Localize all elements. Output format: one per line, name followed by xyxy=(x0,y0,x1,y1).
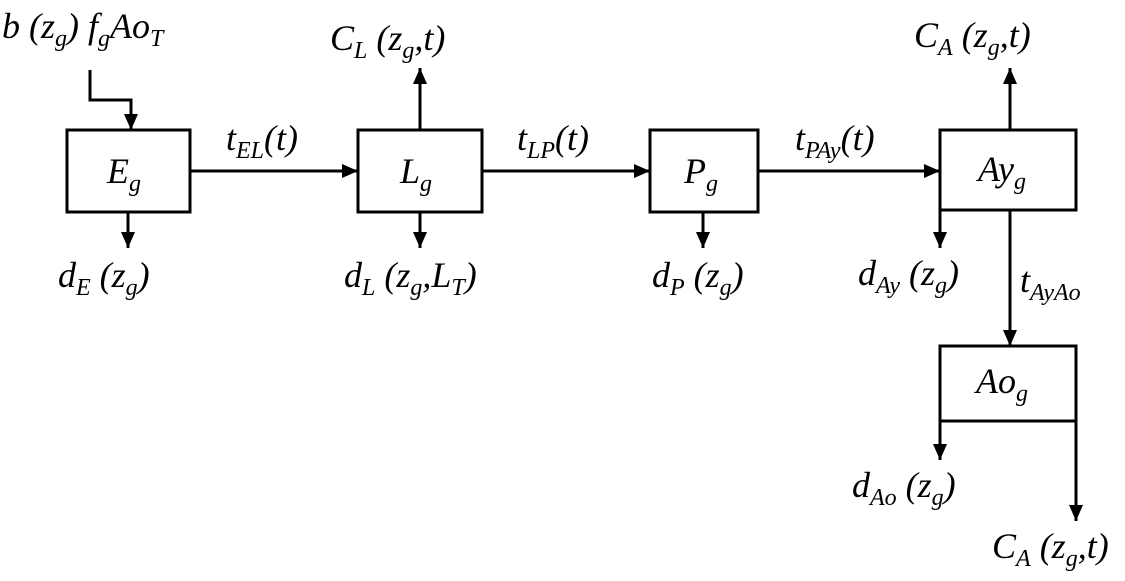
input-arrow xyxy=(88,70,138,130)
pupa-box-label: Pg xyxy=(683,151,718,197)
old-adult-box xyxy=(938,344,1078,423)
old-capture-label: CA (zg,t) xyxy=(992,526,1109,572)
pupa-death-label: dP (zg) xyxy=(652,255,744,301)
old-box-label: Aog xyxy=(974,361,1028,407)
pupa-young-rate-label: tPAy(t) xyxy=(795,118,875,164)
egg-box-label: Eg xyxy=(106,151,141,197)
larva-box-label: Lg xyxy=(399,151,432,197)
larva-capture-label: CL (zg,t) xyxy=(330,18,445,64)
young-box-label: Ayg xyxy=(976,149,1026,195)
egg-death-label: dE (zg) xyxy=(58,255,150,301)
larva-pupa-rate-label: tLP(t) xyxy=(517,118,589,164)
old-death-label: dAo (zg) xyxy=(852,465,956,511)
input-label: b (zg) fgAoT xyxy=(2,6,165,52)
young-capture-label: CA (zg,t) xyxy=(914,15,1031,61)
young-death-label: dAy (zg) xyxy=(858,253,959,299)
young-adult-box xyxy=(938,128,1078,212)
young-old-rate-label: tAyAo xyxy=(1020,260,1081,306)
egg-larva-rate-label: tEL(t) xyxy=(226,118,298,164)
larva-death-label: dL (zg,LT) xyxy=(344,255,477,301)
larva-box xyxy=(356,128,484,214)
egg-box xyxy=(65,128,192,214)
